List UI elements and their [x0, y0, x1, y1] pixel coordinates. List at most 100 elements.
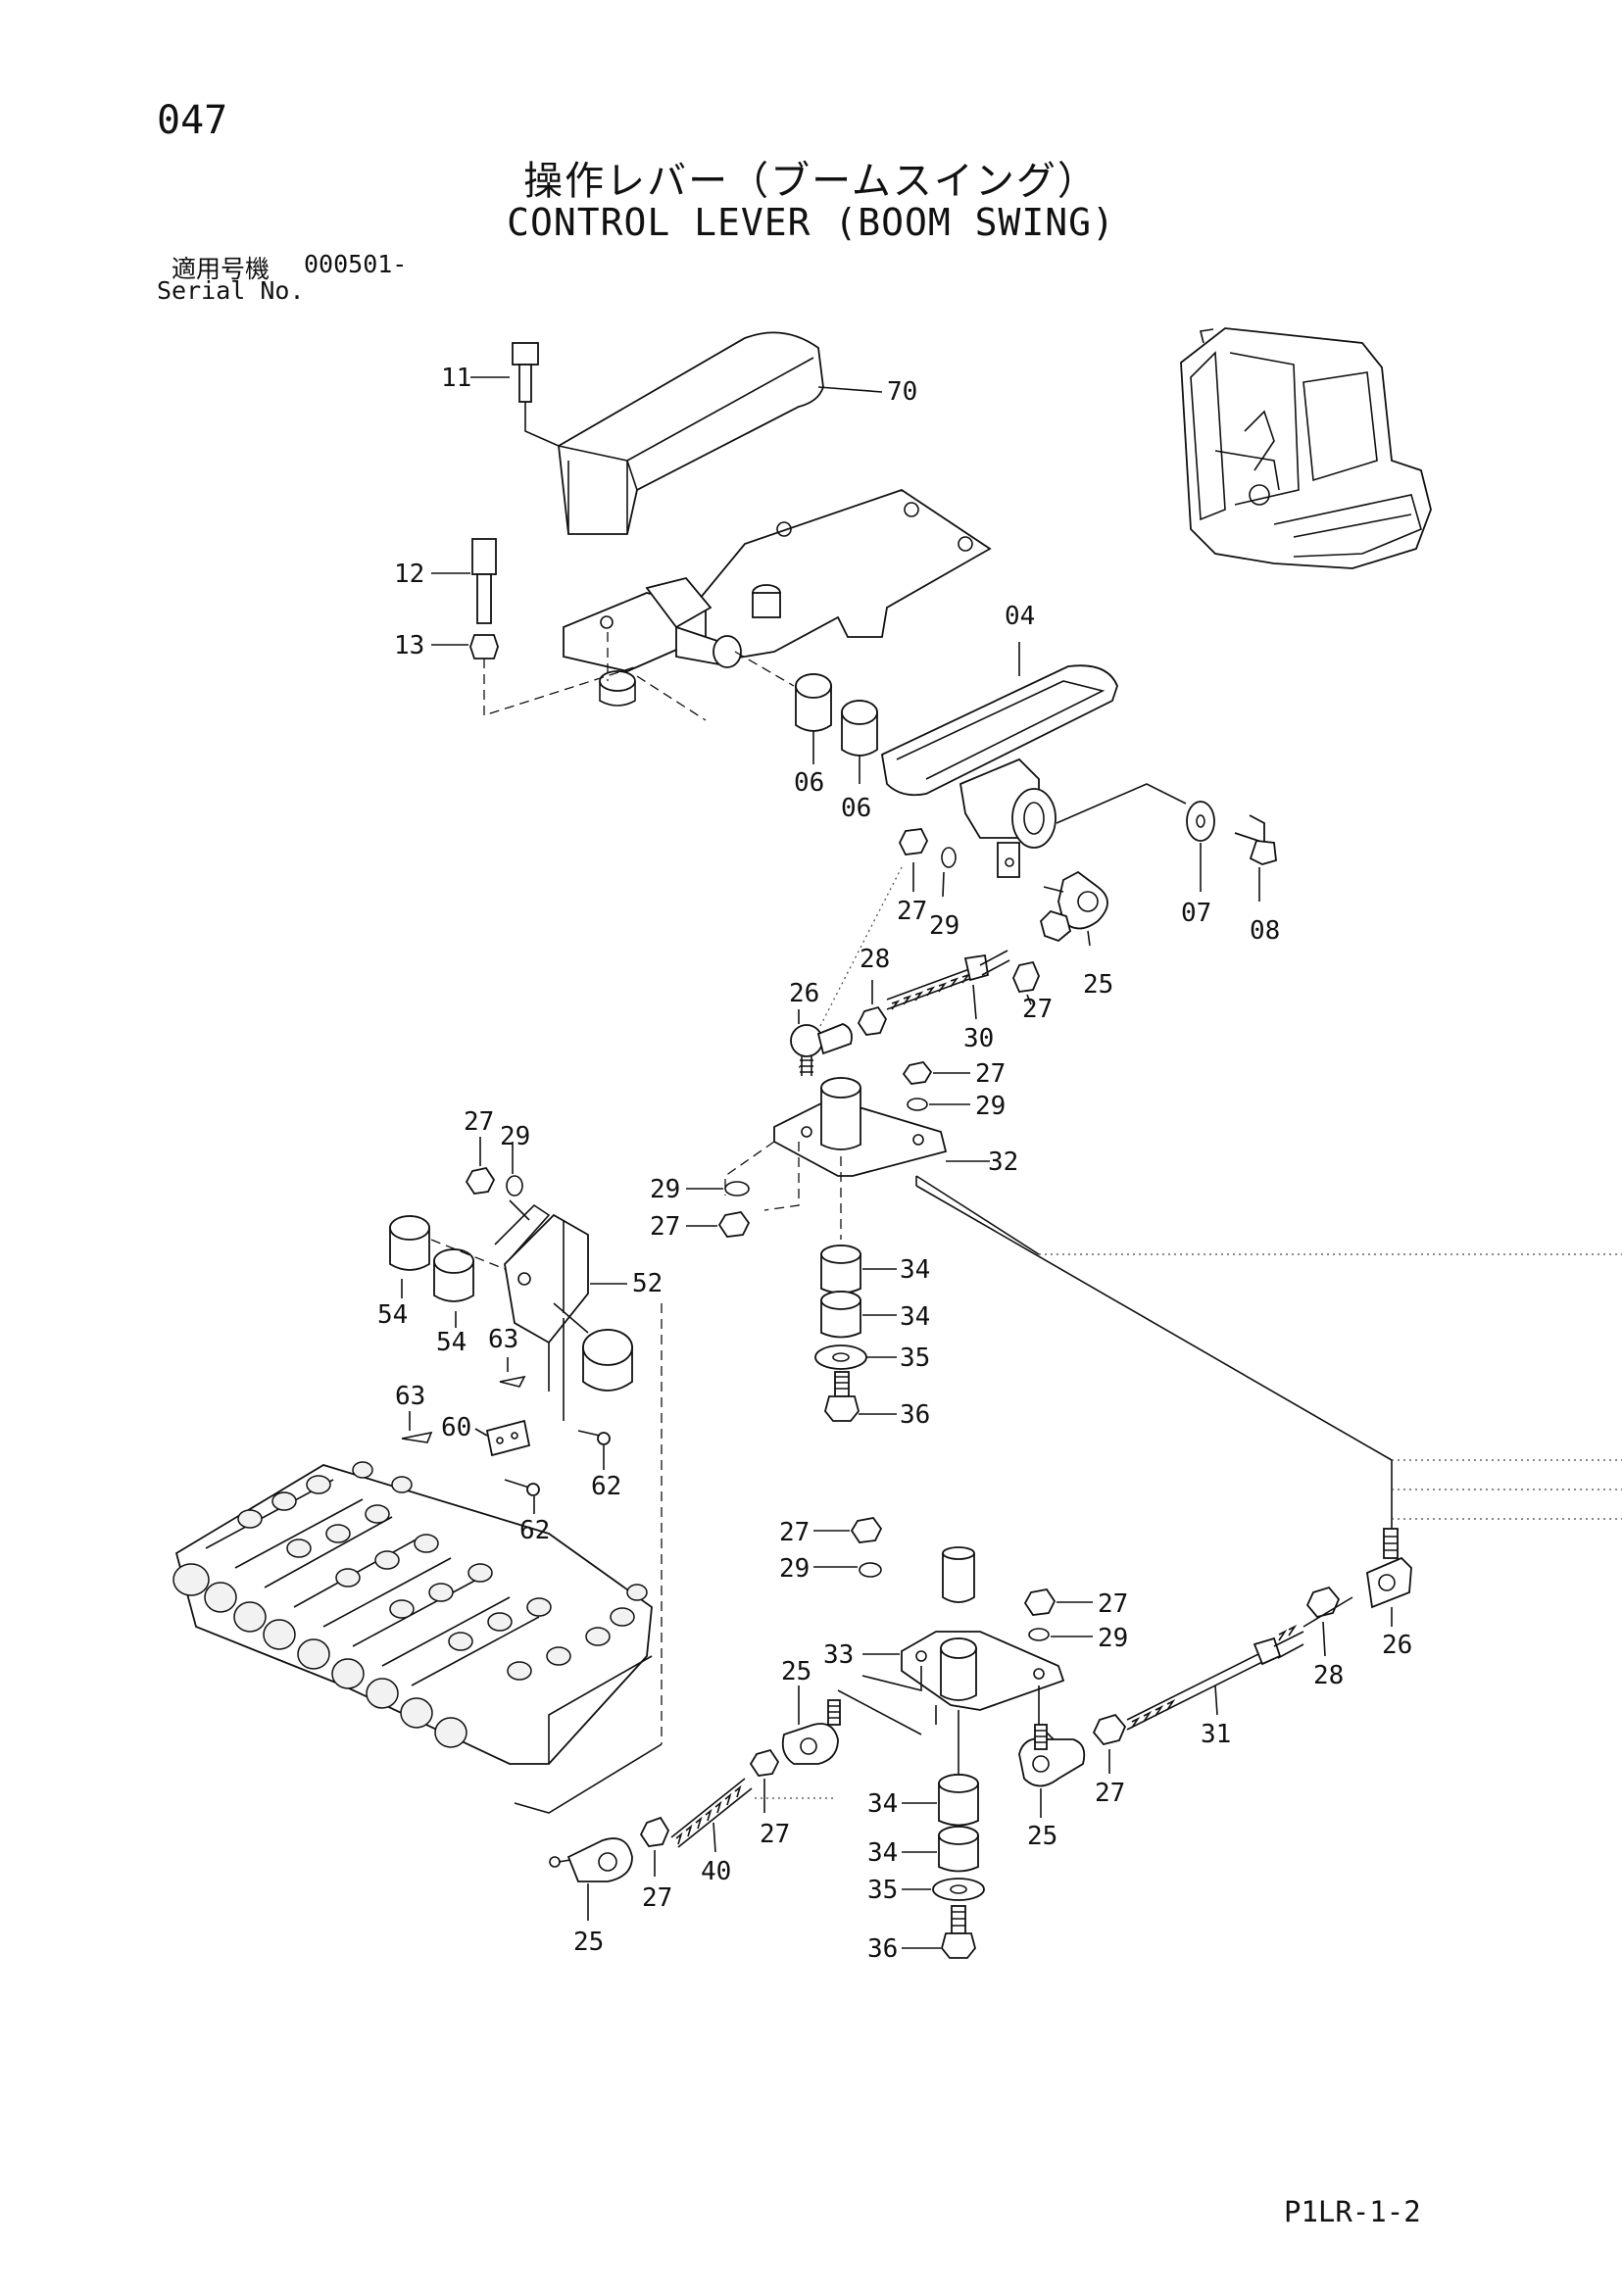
callout-27-c: 27: [975, 1059, 1006, 1089]
callout-27-b: 27: [1022, 995, 1053, 1024]
callout-25-c: 25: [1027, 1822, 1057, 1851]
bushing-06-b: [734, 651, 878, 784]
callout-34-a: 34: [900, 1255, 930, 1285]
callout-07: 07: [1181, 899, 1211, 928]
callout-32: 32: [988, 1148, 1018, 1177]
callout-04: 04: [1005, 602, 1035, 631]
callout-60: 60: [441, 1413, 471, 1442]
callout-25-a: 25: [1083, 970, 1113, 1000]
callout-25-d: 25: [573, 1928, 604, 1957]
nut-27-top: [898, 828, 929, 892]
ring-29-left: [686, 1181, 750, 1197]
ring-29-cluster: [506, 1142, 530, 1221]
callout-12: 12: [394, 560, 424, 589]
callout-52: 52: [632, 1269, 663, 1298]
bracket-52: [494, 1203, 633, 1421]
bushing-34-upper-a: [820, 1245, 897, 1295]
bushing-34-lower-a: [902, 1774, 979, 1827]
excavator-cab-illustration: [1180, 327, 1432, 569]
nut-27-arm32: [902, 1061, 970, 1085]
shaft-lower: [942, 1546, 975, 1603]
callout-27-a: 27: [897, 897, 927, 926]
nut-27-rod31: [1092, 1713, 1127, 1774]
callout-28-a: 28: [860, 945, 890, 974]
rod-end-26-upper: [790, 1009, 853, 1107]
callout-28-b: 28: [1313, 1661, 1344, 1690]
plate-60: [474, 1419, 531, 1457]
callout-63-a: 63: [488, 1325, 518, 1354]
callout-29-c: 29: [500, 1122, 530, 1151]
nut-27-cluster: [465, 1137, 496, 1195]
callout-34-b: 34: [900, 1302, 930, 1332]
bolt-08: [1234, 814, 1277, 902]
callout-13: 13: [394, 631, 424, 660]
callout-70: 70: [887, 377, 917, 407]
callout-31: 31: [1201, 1720, 1231, 1749]
callout-29-a: 29: [929, 911, 959, 941]
callout-35-b: 35: [867, 1876, 898, 1905]
ring-29-lower-right: [1028, 1628, 1093, 1641]
ring-29-arm32: [907, 1098, 970, 1111]
rod-end-25-upper: [1043, 870, 1108, 947]
bushing-34-upper-b: [820, 1291, 897, 1339]
arm-33: [837, 1631, 1065, 1774]
callout-27-e: 27: [650, 1212, 680, 1242]
page-number: 047: [157, 98, 228, 143]
rod-end-26-lower: [1366, 1460, 1412, 1627]
callout-27-h: 27: [1095, 1779, 1125, 1808]
callout-27-d: 27: [464, 1107, 494, 1137]
rod-40: [670, 1778, 833, 1853]
callout-34-d: 34: [867, 1838, 898, 1868]
callout-29-d: 29: [650, 1175, 680, 1204]
title-japanese: 操作レバー（ブームスイング）: [523, 159, 1099, 204]
arm-32: [724, 1077, 1393, 1461]
nut-27-lower-mid: [749, 1748, 780, 1813]
callout-35-a: 35: [900, 1343, 930, 1373]
callout-34-c: 34: [867, 1789, 898, 1819]
serial-label-english: Serial No.: [157, 276, 305, 305]
callout-25-b: 25: [781, 1657, 811, 1686]
ring-29-lower-left: [813, 1562, 882, 1578]
callout-36-a: 36: [900, 1400, 930, 1430]
callout-54-a: 54: [377, 1300, 408, 1330]
rod-30: [886, 950, 1010, 1020]
pin-63-a: [499, 1357, 526, 1388]
nut-13: [431, 632, 707, 721]
rod-end-25-right: [1018, 1724, 1086, 1818]
callout-06-a: 06: [794, 768, 824, 798]
serial-label-japanese: 適用号機: [172, 255, 270, 283]
callout-06-b: 06: [841, 794, 871, 823]
bolt-12: [431, 538, 497, 624]
callout-29-f: 29: [779, 1554, 810, 1584]
bushing-54-a: [389, 1215, 430, 1298]
bolt-36-lower: [902, 1905, 976, 1959]
nut-27-rod40: [639, 1816, 670, 1877]
callout-26-b: 26: [1382, 1631, 1412, 1660]
callout-27-g: 27: [1098, 1589, 1128, 1619]
bolt-36-upper: [824, 1371, 897, 1422]
rod-end-25-mid: [781, 1685, 841, 1765]
callout-27-i: 27: [760, 1820, 790, 1849]
callout-54-b: 54: [436, 1328, 467, 1357]
serial-number: 000501-: [304, 250, 408, 278]
callout-11: 11: [441, 364, 471, 393]
callout-27-j: 27: [642, 1883, 672, 1913]
nut-27-lower-left: [813, 1517, 883, 1543]
callout-63-b: 63: [395, 1382, 425, 1411]
callout-40: 40: [701, 1857, 731, 1886]
ring-29-top: [798, 847, 957, 1069]
washer-35-lower: [902, 1878, 985, 1901]
callout-36-b: 36: [867, 1934, 898, 1964]
callout-26-a: 26: [789, 979, 819, 1008]
callout-27-f: 27: [779, 1518, 810, 1547]
bolt-62-a: [577, 1430, 611, 1470]
washer-07: [1186, 801, 1215, 892]
bracket-plate: [563, 489, 992, 707]
rod-end-25-bottom: [549, 1837, 633, 1921]
cover-70: [558, 331, 883, 535]
pin-63-b: [401, 1411, 433, 1443]
reference-lines: [915, 1175, 1622, 1520]
nut-27-left: [686, 1211, 751, 1238]
nut-27-upper-right: [1039, 909, 1072, 943]
